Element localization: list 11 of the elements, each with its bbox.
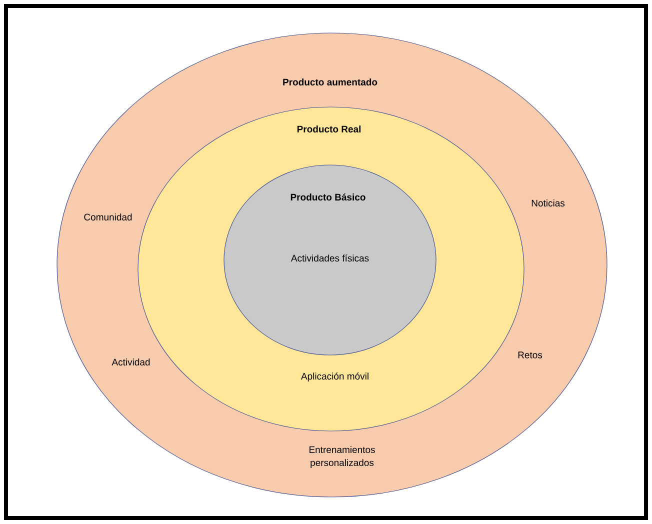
ellipse-label: Producto Real (297, 126, 361, 132)
ellipse-label: Producto aumentado (283, 78, 378, 86)
ellipse-label: Comunidad (84, 214, 132, 220)
ellipse-label: Retos (518, 352, 542, 358)
ellipse (224, 164, 436, 356)
ellipse-label: Actividades físicas (290, 254, 369, 262)
ellipse-label: Entrenamientos personalizados (310, 446, 375, 468)
ellipse-label: Noticias (532, 200, 565, 206)
ellipse-label: Producto Básico (290, 193, 366, 201)
ellipse-label: Aplicación móvil (300, 372, 368, 382)
ellipse-label: Actividad (112, 358, 150, 366)
